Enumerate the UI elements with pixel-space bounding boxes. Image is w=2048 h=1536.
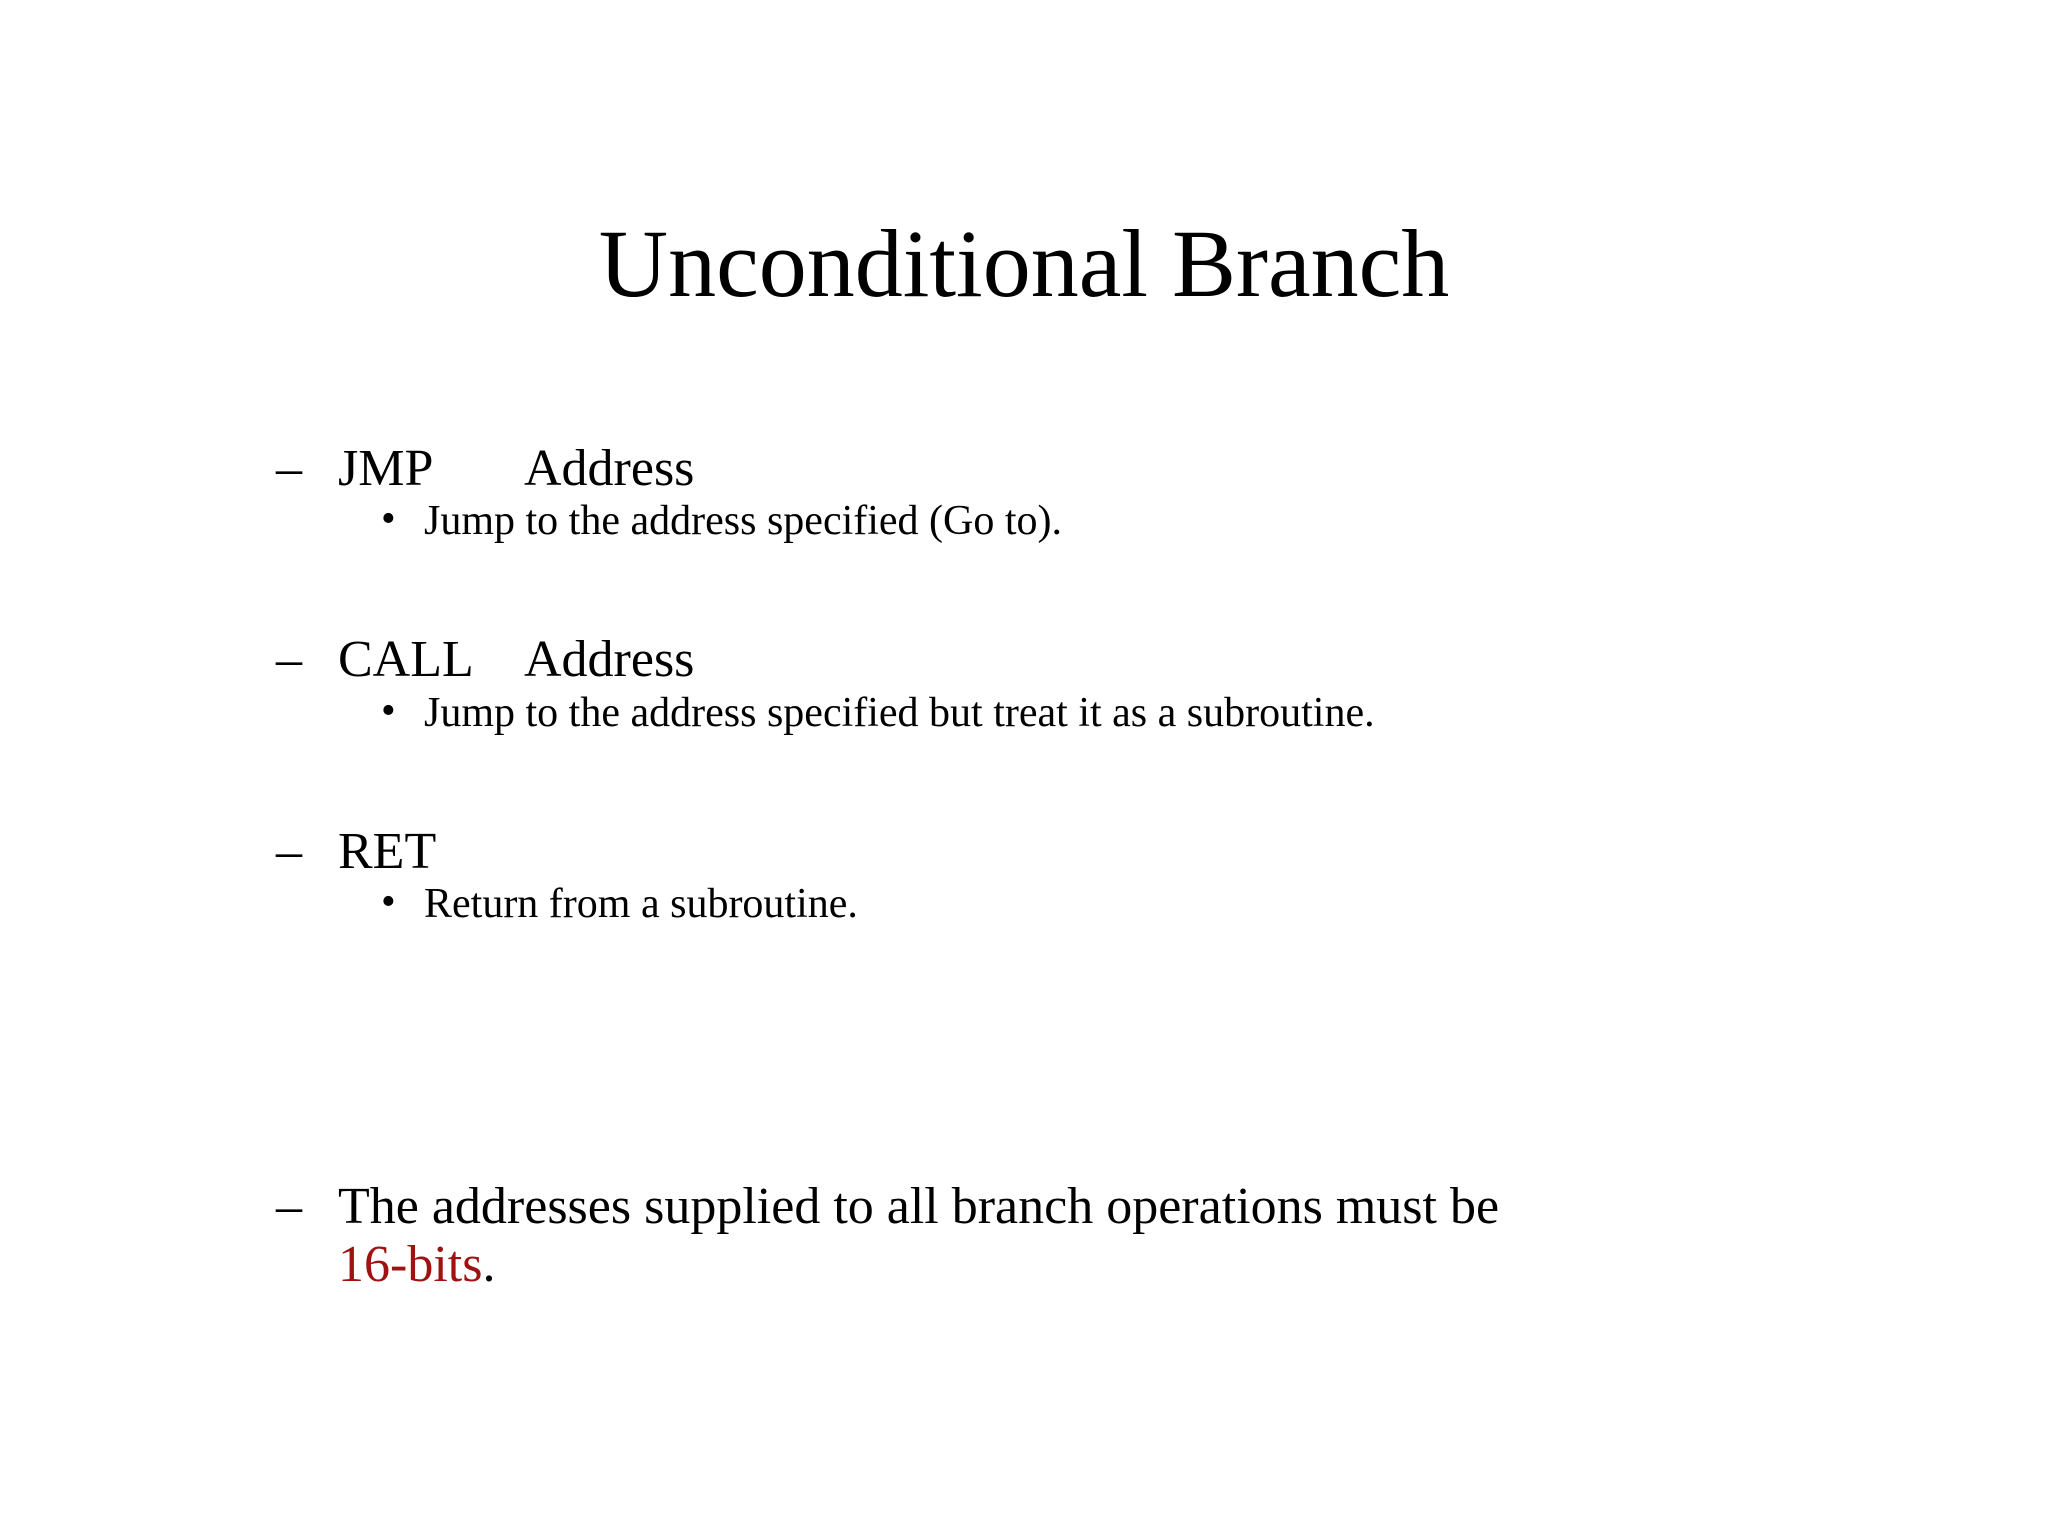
page-title: Unconditional Branch bbox=[598, 210, 1450, 318]
spacer bbox=[0, 545, 2048, 631]
round-bullet-icon: • bbox=[381, 878, 396, 925]
instruction-description-jmp: Jump to the address specified (Go to). bbox=[424, 498, 1063, 545]
instruction-keyword-jmp: JMP bbox=[338, 440, 434, 497]
highlight-16-bits: 16-bits bbox=[338, 1236, 483, 1294]
spacer bbox=[0, 737, 2048, 823]
instruction-keyword-ret: RET bbox=[338, 822, 437, 880]
instruction-keyword-call: CALL bbox=[338, 631, 474, 689]
closing-note-line2: 16-bits. bbox=[0, 1236, 2048, 1294]
bullet-item-ret: – RET bbox=[0, 823, 2048, 881]
round-bullet-icon: • bbox=[381, 496, 396, 543]
round-bullet-icon: • bbox=[381, 687, 396, 734]
slide-body: – JMP Address • Jump to the address speci… bbox=[0, 440, 2048, 1294]
bullet-subitem-jmp: • Jump to the address specified (Go to). bbox=[0, 496, 2048, 545]
bullet-item-closing-note: – The addresses supplied to all branch o… bbox=[0, 1178, 2048, 1236]
dash-bullet-icon: – bbox=[276, 1177, 302, 1235]
closing-note-line1: The addresses supplied to all branch ope… bbox=[338, 1177, 1500, 1235]
dash-bullet-icon: – bbox=[276, 631, 302, 689]
instruction-description-call: Jump to the address specified but treat … bbox=[424, 689, 1375, 736]
instruction-operand-call: Address bbox=[524, 631, 695, 689]
spacer bbox=[0, 928, 2048, 1178]
closing-note-period: . bbox=[482, 1236, 496, 1294]
bullet-item-call: – CALL Address bbox=[0, 631, 2048, 689]
bullet-subitem-ret: • Return from a subroutine. bbox=[0, 878, 2048, 928]
bullet-item-jmp: – JMP Address bbox=[0, 440, 2048, 498]
instruction-operand-jmp: Address bbox=[524, 440, 695, 497]
dash-bullet-icon: – bbox=[276, 440, 302, 497]
instruction-description-ret: Return from a subroutine. bbox=[424, 880, 858, 927]
bullet-subitem-call: • Jump to the address specified but trea… bbox=[0, 687, 2048, 737]
dash-bullet-icon: – bbox=[276, 822, 302, 880]
